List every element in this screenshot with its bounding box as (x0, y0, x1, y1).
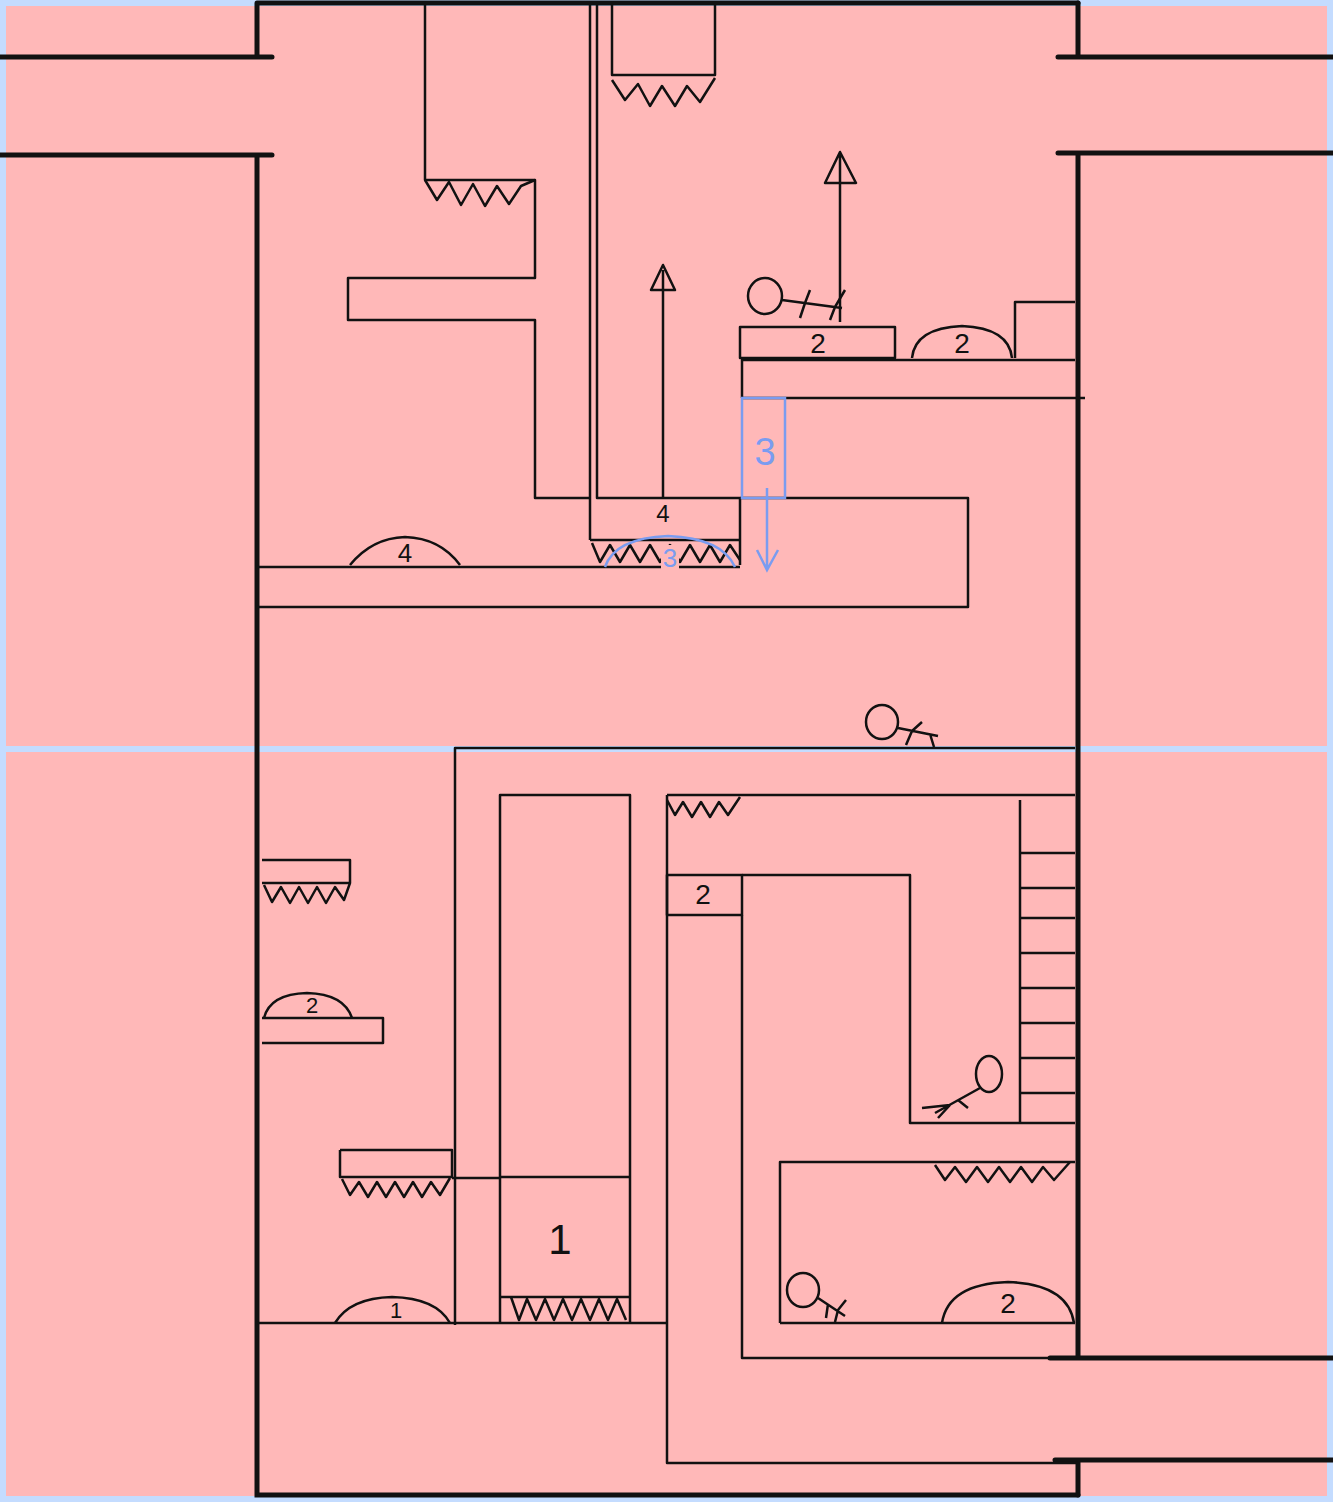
callout-number: 1 (548, 1219, 571, 1261)
callout-number: 2 (695, 881, 711, 909)
callout-number: 4 (398, 540, 412, 566)
callout-number: 2 (306, 995, 318, 1017)
callout-number: 2 (810, 330, 826, 358)
callout-number: 1 (390, 1300, 402, 1322)
callout-number: 3 (661, 545, 679, 571)
callout-number: 2 (954, 330, 970, 358)
callout-number: 3 (754, 433, 775, 471)
callout-number: 2 (1000, 1290, 1016, 1318)
callout-number: 4 (654, 502, 671, 526)
